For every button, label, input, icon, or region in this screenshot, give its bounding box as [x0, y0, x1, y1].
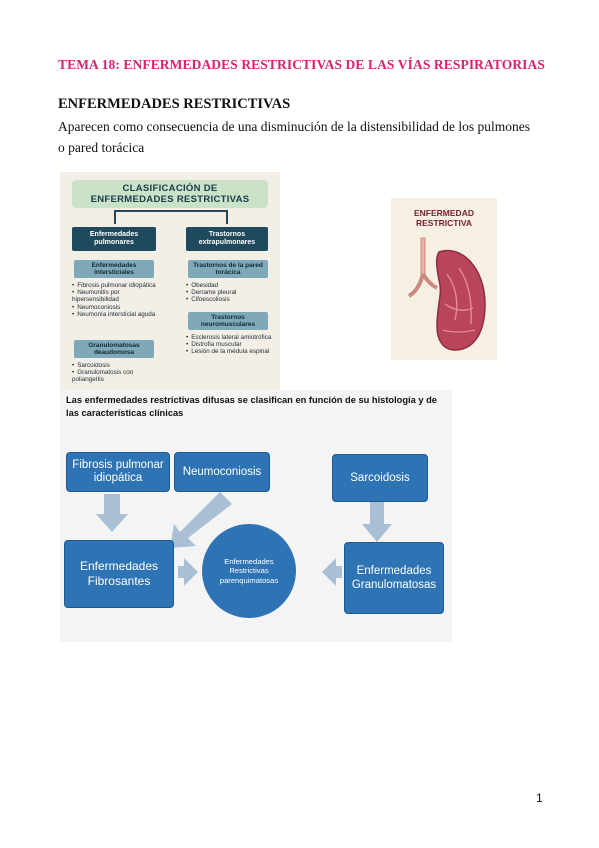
connector — [226, 210, 228, 224]
list-item: Esclerosis lateral amiotrófica — [186, 334, 278, 341]
center-line3: parenquimatosas — [219, 575, 279, 585]
box-fibrosantes-line2: Fibrosantes — [87, 574, 151, 588]
list-item: Fibrosis pulmonar idiopática — [72, 282, 162, 289]
section-heading: ENFERMEDADES RESTRICTIVAS — [58, 96, 291, 112]
arrow-down-icon — [362, 502, 392, 542]
box-granulomatosas: Enfermedades Granulomatosas — [344, 542, 444, 614]
lung-illustration-icon — [407, 237, 486, 351]
list-item: Neumonía intersticial aguda — [72, 311, 162, 318]
arrow-right-icon — [178, 558, 198, 586]
list-neuromusculares: Esclerosis lateral amiotrófica Distrofia… — [186, 334, 278, 356]
group-neuromusculares: Trastornos neuromusculares — [188, 312, 268, 330]
list-item: Cifoescoliosis — [186, 296, 278, 303]
document-title: TEMA 18: ENFERMEDADES RESTRICTIVAS DE LA… — [58, 57, 545, 72]
classification-title-line2: ENFERMEDADES RESTRICTIVAS — [90, 194, 250, 205]
page-number: 1 — [536, 791, 543, 805]
list-item: Derrame pleural — [186, 289, 278, 296]
box-fibrosantes-line1: Enfermedades — [79, 559, 159, 573]
list-item: Granulomatosis con poliangeítis — [72, 369, 162, 383]
arrow-down-icon — [96, 494, 128, 532]
box-granulomatosas-line2: Granulomatosas — [351, 579, 437, 591]
box-sarcoidosis: Sarcoidosis — [332, 454, 428, 502]
center-line1: Enfermedades — [224, 556, 274, 566]
diagram-arrows — [96, 492, 392, 586]
list-item: Neumoconiosis — [72, 304, 162, 311]
group-intersticiales: Enfermedades intersticiales — [74, 260, 154, 278]
list-item: Neumonitis por hipersensibilidad — [72, 289, 162, 303]
list-item: Lesión de la médula espinal — [186, 348, 278, 355]
center-circle: Enfermedades Restrictivas parenquimatosa… — [202, 524, 296, 618]
lung-card-title-line2: RESTRICTIVA — [415, 218, 473, 228]
lung-card-title: ENFERMEDAD RESTRICTIVA — [391, 208, 497, 228]
arrow-left-icon — [322, 558, 342, 586]
box-granulomatosas-line1: Enfermedades — [356, 565, 432, 577]
connector — [114, 210, 116, 224]
classification-title: CLASIFICACIÓN DE ENFERMEDADES RESTRICTIV… — [72, 180, 268, 208]
lung-card-title-line1: ENFERMEDAD — [414, 208, 474, 218]
box-neumoconiosis: Neumoconiosis — [174, 452, 270, 492]
classification-title-line1: CLASIFICACIÓN DE — [122, 183, 218, 194]
connector — [114, 210, 228, 212]
center-line2: Restrictivas — [229, 566, 269, 576]
list-granulomatosas: Sarcoidosis Granulomatosis con poliangeí… — [72, 362, 162, 384]
list-item: Distrofia muscular — [186, 341, 278, 348]
box-fibrosantes: Enfermedades Fibrosantes — [64, 540, 174, 608]
group-granulomatosas: Granulomatosas deaudomosa — [74, 340, 154, 358]
diffuse-diagram: Las enfermedades restrictivas difusas se… — [60, 390, 452, 642]
diagram-heading: Las enfermedades restrictivas difusas se… — [66, 395, 437, 418]
list-item: Obesidad — [186, 282, 278, 289]
lung-card: ENFERMEDAD RESTRICTIVA — [391, 198, 497, 360]
header-pulmonares: Enfermedades pulmonares — [72, 227, 156, 251]
classification-infographic: CLASIFICACIÓN DE ENFERMEDADES RESTRICTIV… — [60, 172, 280, 390]
box-fibrosis: Fibrosis pulmonar idiopática — [66, 452, 170, 492]
list-intersticiales: Fibrosis pulmonar idiopática Neumonitis … — [72, 282, 162, 318]
intro-paragraph: Aparecen como consecuencia de una dismin… — [58, 119, 530, 155]
list-item: Sarcoidosis — [72, 362, 162, 369]
list-pared-toracica: Obesidad Derrame pleural Cifoescoliosis — [186, 282, 278, 304]
group-pared-toracica: Trastornos de la pared torácica — [188, 260, 268, 278]
arrow-diagonal-icon — [170, 492, 232, 548]
header-extrapulmonares: Trastornos extrapulmonares — [186, 227, 268, 251]
